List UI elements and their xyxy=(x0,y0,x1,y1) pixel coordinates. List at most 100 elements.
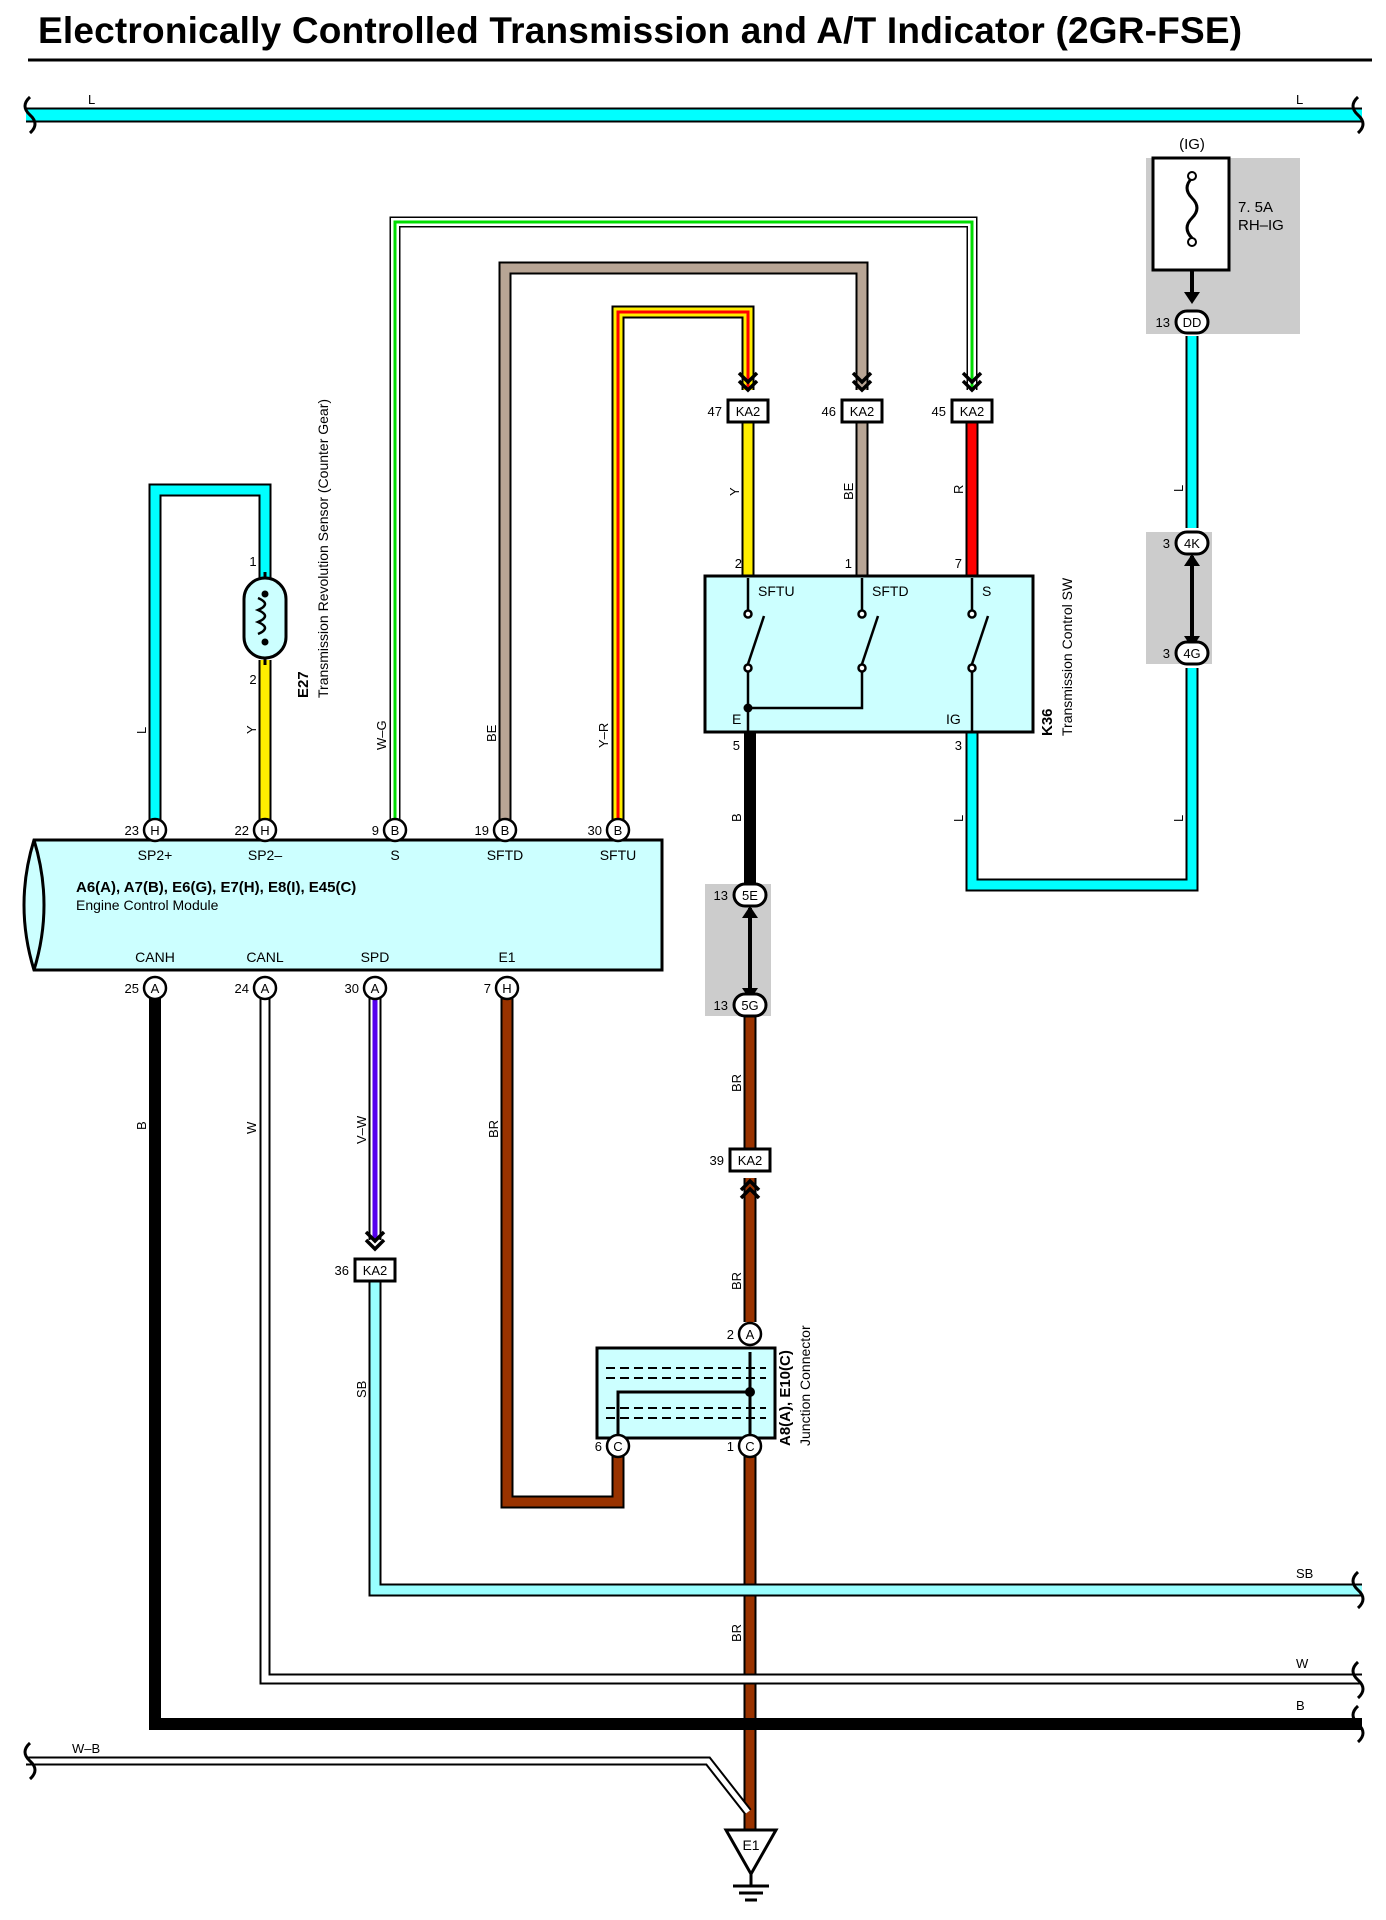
wire-break-icon xyxy=(23,95,1365,1781)
wire-wb-ground xyxy=(26,1756,752,1815)
ecm-bottom-label-0: CANH xyxy=(135,949,175,965)
ecm-top-label-3: SFTD xyxy=(487,847,524,863)
sensor-coil-icon xyxy=(242,572,288,665)
junction-pin-a2: A2 xyxy=(727,1321,763,1347)
ecm-top-pin-3-conn: B xyxy=(501,823,510,838)
wire-label-bus_sb: SB xyxy=(1296,1566,1313,1581)
fuse-icon xyxy=(1151,156,1231,304)
jb-connector-5e-num: 13 xyxy=(714,888,728,903)
wire-label-br_mid: BR xyxy=(729,1074,744,1092)
ecm-bottom-label-3: E1 xyxy=(498,949,515,965)
ecm-top-pin-2-conn: B xyxy=(391,823,400,838)
ecm-bottom-pin-1-conn: A xyxy=(261,981,270,996)
wire-label-ig_l_left: L xyxy=(951,815,966,822)
switch-term-e: E xyxy=(732,711,741,727)
junction-pin-a2-num: 2 xyxy=(727,1327,734,1342)
switch-pin-1: 1 xyxy=(845,556,852,571)
relay-connector-4k-num: 3 xyxy=(1163,536,1170,551)
ecm-bottom-pin-3-num: 7 xyxy=(484,981,491,996)
ecm-bottom-pin-1-num: 24 xyxy=(235,981,249,996)
junction-pin-c1-conn: C xyxy=(745,1439,754,1454)
wire-label-canl_w: W xyxy=(244,1121,259,1134)
ecm-top-pin-4-conn: B xyxy=(614,823,623,838)
ecm-top-pin-1-conn: H xyxy=(260,823,269,838)
ground-icon xyxy=(723,1828,779,1902)
ecm-bottom-pin-3-conn: H xyxy=(502,981,511,996)
junction-pin-a2-conn: A xyxy=(746,1327,755,1342)
junction-pin-c6-num: 6 xyxy=(595,1439,602,1454)
wire-label-e_b: B xyxy=(729,813,744,822)
junction-pin-c6-conn: C xyxy=(613,1439,622,1454)
ka2-47-label: KA2 xyxy=(736,404,761,419)
switch-term-sftd: SFTD xyxy=(872,583,909,599)
ecm-body xyxy=(22,838,664,972)
switch-body xyxy=(703,574,1035,734)
ka2-45-label: KA2 xyxy=(960,404,985,419)
wire-label-bus_b: B xyxy=(1296,1698,1305,1713)
wire-e1-br xyxy=(500,998,625,1509)
fuse-name: RH–IG xyxy=(1238,217,1284,234)
wire-label-ig_l_right: L xyxy=(1171,815,1186,822)
wire-label-bus_wb: W–B xyxy=(72,1741,100,1756)
ecm-top-pin-2-num: 9 xyxy=(372,823,379,838)
fuse-source-label: (IG) xyxy=(1179,136,1205,153)
chevron-icon xyxy=(739,1178,761,1200)
chevron-icon xyxy=(364,1230,386,1252)
junction-pin-c1: C1 xyxy=(727,1433,763,1459)
switch-code: K36 xyxy=(1039,708,1056,736)
ka2-46-label: KA2 xyxy=(850,404,875,419)
wire-label-bus_w: W xyxy=(1296,1656,1309,1671)
ecm-name: Engine Control Module xyxy=(76,897,219,913)
ecm-top-label-0: SP2+ xyxy=(138,847,173,863)
relay-connector-4g-num: 3 xyxy=(1163,646,1170,661)
wire-ig-l xyxy=(965,668,1199,892)
wire-canl-w xyxy=(259,998,1362,1685)
wire-canh-b xyxy=(149,998,1362,1730)
wire-label-sftd_be: BE xyxy=(484,724,499,742)
ecm-top-pin-0-num: 23 xyxy=(125,823,139,838)
ka2-47: KA2 47 xyxy=(708,371,770,424)
wire-sb xyxy=(368,1280,1362,1597)
switch-pin-5: 5 xyxy=(733,738,740,753)
relay-connector-4k: 4K3 xyxy=(1163,530,1210,556)
ecm-top-pin-3-num: 19 xyxy=(475,823,489,838)
sensor-name: Transmission Revolution Sensor (Counter … xyxy=(315,399,331,698)
junction-pin-c6: C6 xyxy=(595,1433,631,1459)
ecm-codes: A6(A), A7(B), E6(G), E7(H), E8(I), E45(C… xyxy=(76,879,356,896)
ecm-top-pin-4: B30 xyxy=(588,817,631,843)
ecm-top-label-2: S xyxy=(390,847,399,863)
ka2-47-pin: 47 xyxy=(708,404,722,419)
relay-connector-4g-conn: 4G xyxy=(1183,646,1200,661)
ecm-top-pin-1: H 22 xyxy=(235,817,278,843)
jb-connector-5g-num: 13 xyxy=(714,998,728,1013)
wire-label-sw_be: BE xyxy=(841,482,856,500)
ecm-bottom-pin-1: A 24 xyxy=(235,975,278,1001)
junction-dot xyxy=(745,1387,755,1397)
ecm-top-pin-1-num: 22 xyxy=(235,823,249,838)
switch-name: Transmission Control SW xyxy=(1059,577,1075,736)
wire-label-s_wg: W–G xyxy=(374,720,389,750)
ka2-39-pin: 39 xyxy=(710,1153,724,1168)
wire-sp2plus-l xyxy=(148,483,272,830)
ka2-45-pin: 45 xyxy=(932,404,946,419)
ecm-bottom-pin-2: A30 xyxy=(345,975,388,1001)
ecm-top-pin-2: B9 xyxy=(372,817,408,843)
switch-term-s: S xyxy=(982,583,991,599)
ecm-bottom-label-1: CANL xyxy=(246,949,284,965)
wire-label-br_ground: BR xyxy=(729,1624,744,1642)
ecm-top-label-1: SP2– xyxy=(248,847,282,863)
ecm-bottom-pin-0-num: 25 xyxy=(125,981,139,996)
ecm-top-pin-0: H23 xyxy=(125,817,168,843)
ka2-45: KA2 45 xyxy=(932,371,994,424)
switch-icon xyxy=(743,578,990,732)
wire-label-e1_br: BR xyxy=(486,1120,501,1138)
ecm-bottom-pin-0-conn: A xyxy=(151,981,160,996)
sensor-pin-1: 1 xyxy=(249,554,256,569)
sensor-pin-2: 2 xyxy=(249,672,256,687)
